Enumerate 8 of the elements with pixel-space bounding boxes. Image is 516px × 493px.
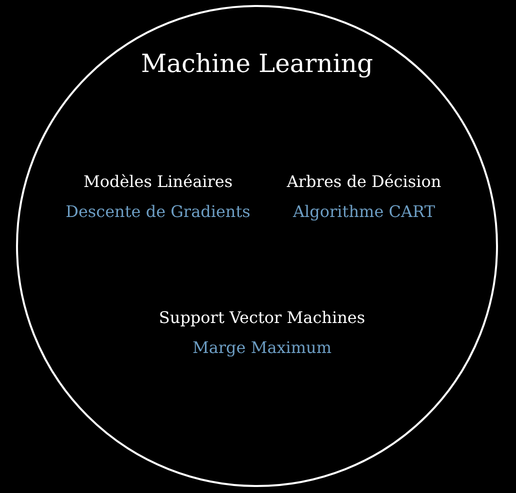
circle-label: Machine Learning [140,49,374,78]
topic-heading: Arbres de Décision [286,172,442,191]
topic-heading: Support Vector Machines [158,308,366,327]
method-label: Marge Maximum [191,338,333,357]
method-label: Algorithme CART [292,202,436,221]
circle-boundary [16,5,498,487]
method-label: Descente de Gradients [64,202,252,221]
topic-heading: Modèles Linéaires [82,172,234,191]
